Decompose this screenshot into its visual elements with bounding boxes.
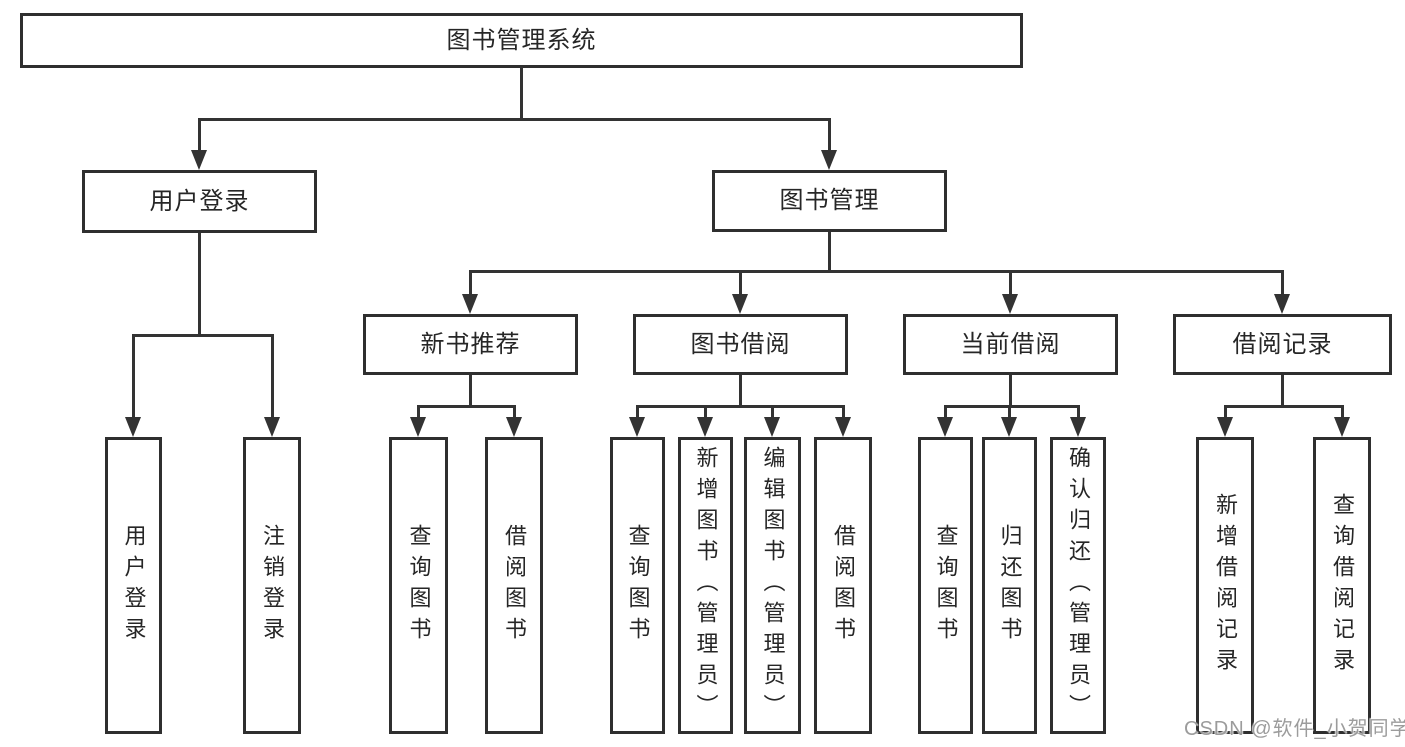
edge-line xyxy=(770,405,774,418)
edge-line xyxy=(841,405,845,418)
edge-line xyxy=(943,404,1080,408)
node-query-borrow-record: 查询借阅记录 xyxy=(1313,437,1371,734)
node-label: 当前借阅 xyxy=(960,330,1061,358)
node-logout: 注销登录 xyxy=(243,437,301,734)
arrow-down-icon xyxy=(505,417,522,437)
arrow-down-icon xyxy=(820,150,837,170)
node-book-borrowing: 图书借阅 xyxy=(633,314,848,375)
arrow-down-icon xyxy=(763,417,780,437)
arrow-down-icon xyxy=(409,417,426,437)
edge-line xyxy=(635,405,639,418)
arrow-down-icon xyxy=(1333,417,1350,437)
node-label: 编辑图书（管理员） xyxy=(760,446,786,725)
edge-line xyxy=(1280,270,1284,295)
node-borrow-books-borrowing: 借阅图书 xyxy=(814,437,872,734)
node-label: 确认归还（管理员） xyxy=(1066,446,1091,725)
node-current-borrowing: 当前借阅 xyxy=(903,314,1118,375)
node-borrowing-records: 借阅记录 xyxy=(1173,314,1392,375)
node-label: 查询图书 xyxy=(406,523,432,648)
edge-line xyxy=(468,270,472,295)
node-label: 借阅图书 xyxy=(502,523,527,648)
edge-line xyxy=(1076,405,1080,418)
edge-line xyxy=(738,270,742,295)
node-label: 图书管理系统 xyxy=(446,26,597,54)
node-label: 查询图书 xyxy=(625,523,651,648)
edge-line xyxy=(197,233,201,336)
arrow-down-icon xyxy=(1273,294,1290,314)
edge-line xyxy=(519,67,523,119)
node-label: 新书推荐 xyxy=(420,330,521,358)
node-label: 新增图书（管理员） xyxy=(693,446,719,725)
edge-line xyxy=(1280,375,1284,407)
arrow-down-icon xyxy=(731,294,748,314)
arrow-down-icon xyxy=(628,417,645,437)
edge-line xyxy=(131,333,274,337)
node-user-login: 用户登录 xyxy=(82,170,317,233)
edge-line xyxy=(416,405,420,418)
node-confirm-return-admin: 确认归还（管理员） xyxy=(1050,437,1106,734)
edge-line xyxy=(635,404,845,408)
edge-line xyxy=(1340,405,1344,418)
edge-line xyxy=(738,375,742,407)
edge-line xyxy=(512,405,516,418)
edge-line xyxy=(131,334,135,418)
node-new-book-recommendation: 新书推荐 xyxy=(363,314,578,375)
node-label: 用户登录 xyxy=(149,187,250,215)
arrow-down-icon xyxy=(834,417,851,437)
node-label: 查询借阅记录 xyxy=(1330,492,1355,679)
node-label: 借阅记录 xyxy=(1232,330,1333,358)
edge-line xyxy=(1223,404,1344,408)
node-query-books-recommend: 查询图书 xyxy=(389,437,448,734)
node-label: 图书管理 xyxy=(779,187,880,214)
edge-line xyxy=(943,405,947,418)
arrow-down-icon xyxy=(1216,417,1233,437)
arrow-down-icon xyxy=(190,150,207,170)
node-book-management-system: 图书管理系统 xyxy=(20,13,1023,68)
arrow-down-icon xyxy=(1000,417,1017,437)
node-user-login-leaf: 用户登录 xyxy=(105,437,162,734)
edge-line xyxy=(270,334,274,418)
edge-line xyxy=(827,232,831,272)
node-query-books-current: 查询图书 xyxy=(918,437,973,734)
arrow-down-icon xyxy=(1069,417,1086,437)
edge-line xyxy=(468,269,1284,273)
node-label: 归还图书 xyxy=(997,523,1023,648)
edge-line xyxy=(1223,405,1227,418)
node-label: 新增借阅记录 xyxy=(1213,492,1238,679)
node-label: 注销登录 xyxy=(260,523,285,648)
arrow-down-icon xyxy=(461,294,478,314)
edge-line xyxy=(703,405,707,418)
edge-line xyxy=(1008,270,1012,295)
edge-line xyxy=(827,119,831,151)
node-label: 借阅图书 xyxy=(831,523,856,648)
node-return-books: 归还图书 xyxy=(982,437,1037,734)
edge-line xyxy=(468,375,472,407)
edge-line xyxy=(197,119,201,151)
node-borrow-books-recommend: 借阅图书 xyxy=(485,437,543,734)
node-add-borrow-record: 新增借阅记录 xyxy=(1196,437,1254,734)
node-book-management: 图书管理 xyxy=(712,170,947,232)
edge-line xyxy=(1008,375,1012,407)
node-label: 查询图书 xyxy=(933,523,959,648)
node-add-books-admin: 新增图书（管理员） xyxy=(678,437,733,734)
node-query-books-borrowing: 查询图书 xyxy=(610,437,665,734)
node-label: 图书借阅 xyxy=(690,330,791,358)
edge-line xyxy=(1007,405,1011,418)
node-edit-books-admin: 编辑图书（管理员） xyxy=(744,437,801,734)
arrow-down-icon xyxy=(1001,294,1018,314)
edge-line xyxy=(197,117,831,121)
arrow-down-icon xyxy=(696,417,713,437)
node-label: 用户登录 xyxy=(121,523,147,648)
edge-line xyxy=(416,404,516,408)
arrow-down-icon xyxy=(263,417,280,437)
arrow-down-icon xyxy=(936,417,953,437)
watermark: CSDN @软件_小贺同学 xyxy=(1184,718,1405,740)
arrow-down-icon xyxy=(124,417,141,437)
